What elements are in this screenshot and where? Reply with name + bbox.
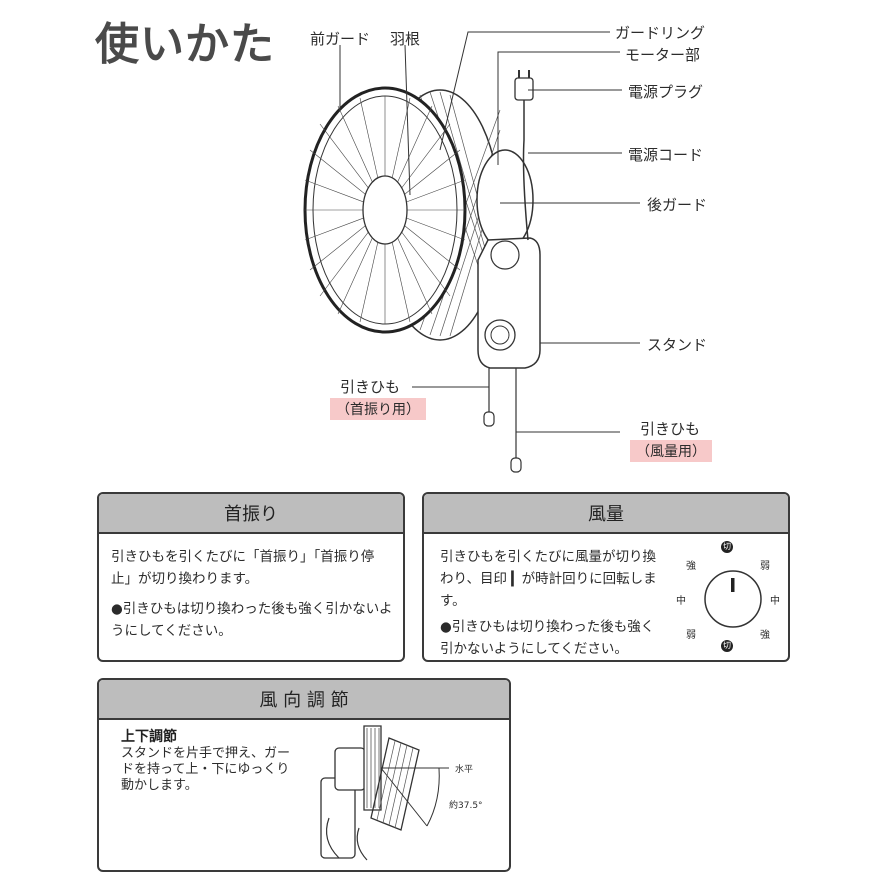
direction-angle-label: 約37.5° [449, 801, 483, 811]
dial-strong-left: 強 [686, 561, 696, 572]
label-stand: スタンド [647, 336, 708, 354]
speed-dial [704, 570, 762, 628]
direction-box: 風 向 調 節 上下調節 スタンドを片手で押え、ガードを持って上・下にゆっくり動… [97, 678, 511, 872]
label-pull-cord-speed: 引きひも [640, 420, 701, 438]
page-title: 使いかた [95, 19, 275, 70]
plug-shape [514, 77, 534, 101]
speed-heading: 風量 [424, 494, 788, 534]
label-cord: 電源コード [628, 146, 704, 164]
label-rear-guard: 後ガード [647, 196, 708, 214]
label-blade: 羽根 [390, 30, 421, 48]
pull-cord-speed-shape [510, 457, 522, 473]
speed-box: 風量 引きひもを引くたびに風量が切り換わり、目印 ▎が時計回りに回転します。 ●… [422, 492, 790, 662]
tag-pull-cord-oscillation: （首振り用） [330, 398, 426, 420]
direction-diagram [320, 725, 449, 861]
oscillation-note: ●引きひもは切り換わった後も強く引かないようにしてください。 [111, 601, 393, 639]
oscillation-heading: 首振り [99, 494, 403, 534]
label-guard-ring: ガードリング [615, 24, 706, 42]
speed-dial-marker [731, 578, 735, 592]
dial-weak-right: 弱 [760, 561, 770, 572]
label-front-guard: 前ガード [310, 30, 371, 48]
fan-diagram [303, 31, 640, 473]
dial-off-top: 切 [721, 541, 733, 553]
dial-weak-left: 弱 [686, 630, 696, 641]
label-motor: モーター部 [625, 46, 701, 64]
dial-medium-right: 中 [770, 596, 780, 607]
oscillation-text: 引きひもを引くたびに「首振り」「首振り停止」が切り換わります。 [111, 549, 375, 587]
fan-hub-shape [362, 175, 408, 245]
oscillation-box: 首振り 引きひもを引くたびに「首振り」「首振り停止」が切り換わります。 ●引きひ… [97, 492, 405, 662]
direction-heading: 風 向 調 節 [99, 680, 509, 720]
dial-strong-right: 強 [760, 630, 770, 641]
pull-cord-oscillation-shape [483, 411, 495, 427]
dial-medium-left: 中 [676, 596, 686, 607]
speed-text: 引きひもを引くたびに風量が切り換わり、目印 ▎が時計回りに回転します。 [440, 549, 657, 609]
direction-horizontal-label: 水平 [455, 765, 474, 775]
dial-off-bottom: 切 [721, 640, 733, 652]
direction-sub-heading: 上下調節 [121, 729, 177, 745]
label-plug: 電源プラグ [628, 83, 704, 101]
tag-pull-cord-speed: （風量用） [630, 440, 712, 462]
label-pull-cord-oscillation: 引きひも [340, 378, 401, 396]
direction-text: スタンドを片手で押え、ガードを持って上・下にゆっくり動かします。 [121, 746, 291, 793]
speed-note: ●引きひもは切り換わった後も強く引かないようにしてください。 [440, 619, 655, 657]
cord-shape [522, 100, 529, 241]
